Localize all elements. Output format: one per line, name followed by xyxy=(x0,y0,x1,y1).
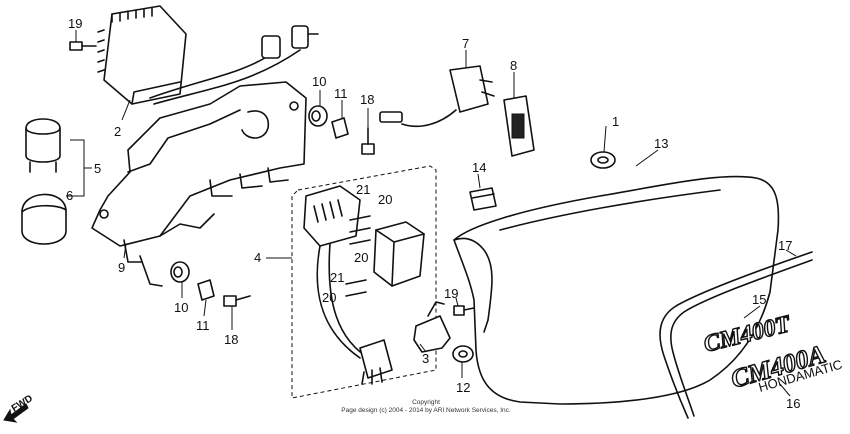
callout-18-upper: 18 xyxy=(360,92,374,107)
callout-20-b: 20 xyxy=(354,250,368,265)
callout-2: 2 xyxy=(114,124,121,139)
callout-6: 6 xyxy=(66,188,73,203)
callout-5: 5 xyxy=(94,161,101,176)
callout-11-lower: 11 xyxy=(196,318,210,333)
callout-20-c: 20 xyxy=(322,290,336,305)
callout-16: 16 xyxy=(786,396,800,411)
callout-3: 3 xyxy=(422,351,429,366)
battery-bracket[interactable] xyxy=(91,81,307,287)
fuses-21-20[interactable] xyxy=(345,215,371,297)
callout-8: 8 xyxy=(510,58,517,73)
forward-arrow-icon xyxy=(3,403,29,423)
callout-9: 9 xyxy=(118,260,125,275)
callout-labels: 1 2 3 4 5 6 7 8 9 10 10 11 11 12 13 14 1… xyxy=(66,16,800,411)
callout-11-upper: 11 xyxy=(334,86,348,101)
bush-11-lower[interactable] xyxy=(197,279,215,301)
tank-bracket-3[interactable] xyxy=(413,301,451,353)
callout-19-lower: 19 xyxy=(444,286,458,301)
callout-21-a: 21 xyxy=(356,182,370,197)
callout-20-a: 20 xyxy=(378,192,392,207)
cushion-12[interactable] xyxy=(452,345,474,363)
collar-10-lower[interactable] xyxy=(170,261,190,283)
fuel-tank[interactable] xyxy=(453,175,780,405)
copyright-line-1: Copyright xyxy=(412,399,440,406)
callout-1: 1 xyxy=(612,114,619,129)
callout-19-upper: 19 xyxy=(68,16,82,31)
relay-8[interactable] xyxy=(503,95,535,157)
bolt-18-upper[interactable] xyxy=(361,127,375,155)
callout-17: 17 xyxy=(778,238,792,253)
callout-4: 4 xyxy=(254,250,261,265)
leader-lines xyxy=(66,30,797,397)
tank-stripe[interactable] xyxy=(659,251,813,419)
regulator-rectifier[interactable] xyxy=(97,5,319,105)
bolt-19-upper[interactable] xyxy=(69,41,97,51)
callout-10-lower: 10 xyxy=(174,300,188,315)
fuse-box-assembly[interactable] xyxy=(291,165,437,399)
relay-cover[interactable] xyxy=(21,193,67,245)
bolt-19-lower[interactable] xyxy=(453,305,475,316)
starter-relay[interactable] xyxy=(25,118,61,173)
callout-7: 7 xyxy=(462,36,469,51)
bolt-18-lower[interactable] xyxy=(223,295,251,307)
callout-14: 14 xyxy=(472,160,486,175)
callout-15: 15 xyxy=(752,292,766,307)
callout-10-upper: 10 xyxy=(312,74,326,89)
callout-18-lower: 18 xyxy=(224,332,238,347)
copyright-line-2: Page design (c) 2004 - 2014 by ARI Netwo… xyxy=(341,407,511,414)
collar-10-upper[interactable] xyxy=(308,105,328,127)
callout-12: 12 xyxy=(456,380,470,395)
callout-13: 13 xyxy=(654,136,668,151)
forward-indicator: FWD xyxy=(3,393,35,423)
bush-11-upper[interactable] xyxy=(331,117,349,139)
grommet-1[interactable] xyxy=(590,151,616,169)
callout-21-b: 21 xyxy=(330,270,344,285)
turn-signal-relay[interactable] xyxy=(379,65,495,128)
mount-rubber-14[interactable] xyxy=(469,187,497,211)
copyright-notice: Copyright Page design (c) 2004 - 2014 by… xyxy=(341,399,511,414)
